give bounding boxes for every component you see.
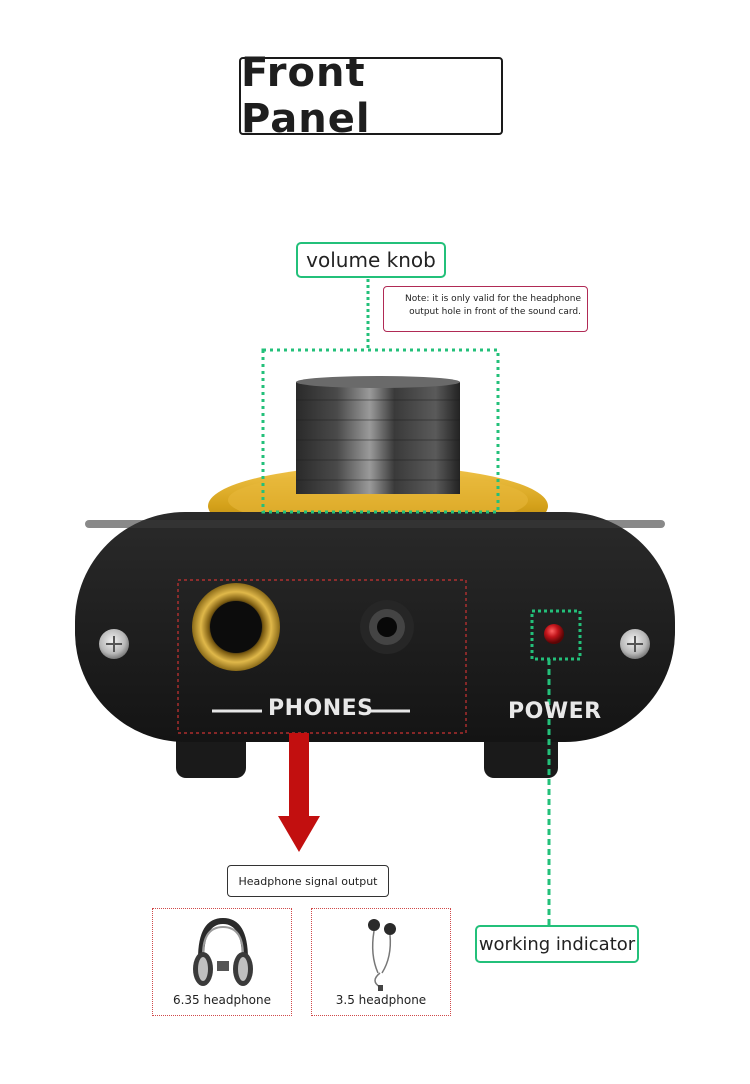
note-line-1: Note: it is only valid for the headphone [405, 294, 581, 304]
signal-output-label: Headphone signal output [227, 865, 389, 897]
power-led [544, 624, 564, 644]
earbuds-icon [368, 919, 396, 991]
volume-knob [296, 382, 460, 494]
headphone-card-6-35: 6.35 headphone [152, 908, 292, 1016]
headphone-label-6-35: 6.35 headphone [172, 993, 272, 1007]
headphone-label-3-5: 3.5 headphone [335, 993, 427, 1007]
note-line-2: output hole in front of the sound card. [409, 307, 581, 317]
page-title: Front Panel [239, 50, 503, 142]
power-label: POWER [508, 699, 602, 724]
signal-arrow-shaft [289, 733, 309, 818]
knob-region [261, 348, 500, 514]
volume-knob-label: volume knob [296, 242, 446, 278]
headphone-card-3-5: 3.5 headphone [311, 908, 451, 1016]
phones-label: PHONES [268, 696, 374, 721]
signal-arrow-head [278, 816, 320, 852]
headphone-note: Note: it is only valid for the headphone… [383, 286, 588, 332]
phones-region [177, 579, 467, 734]
working-indicator-label: working indicator [475, 925, 639, 963]
led-region [530, 609, 582, 661]
over-ear-headphones-icon [193, 917, 253, 986]
